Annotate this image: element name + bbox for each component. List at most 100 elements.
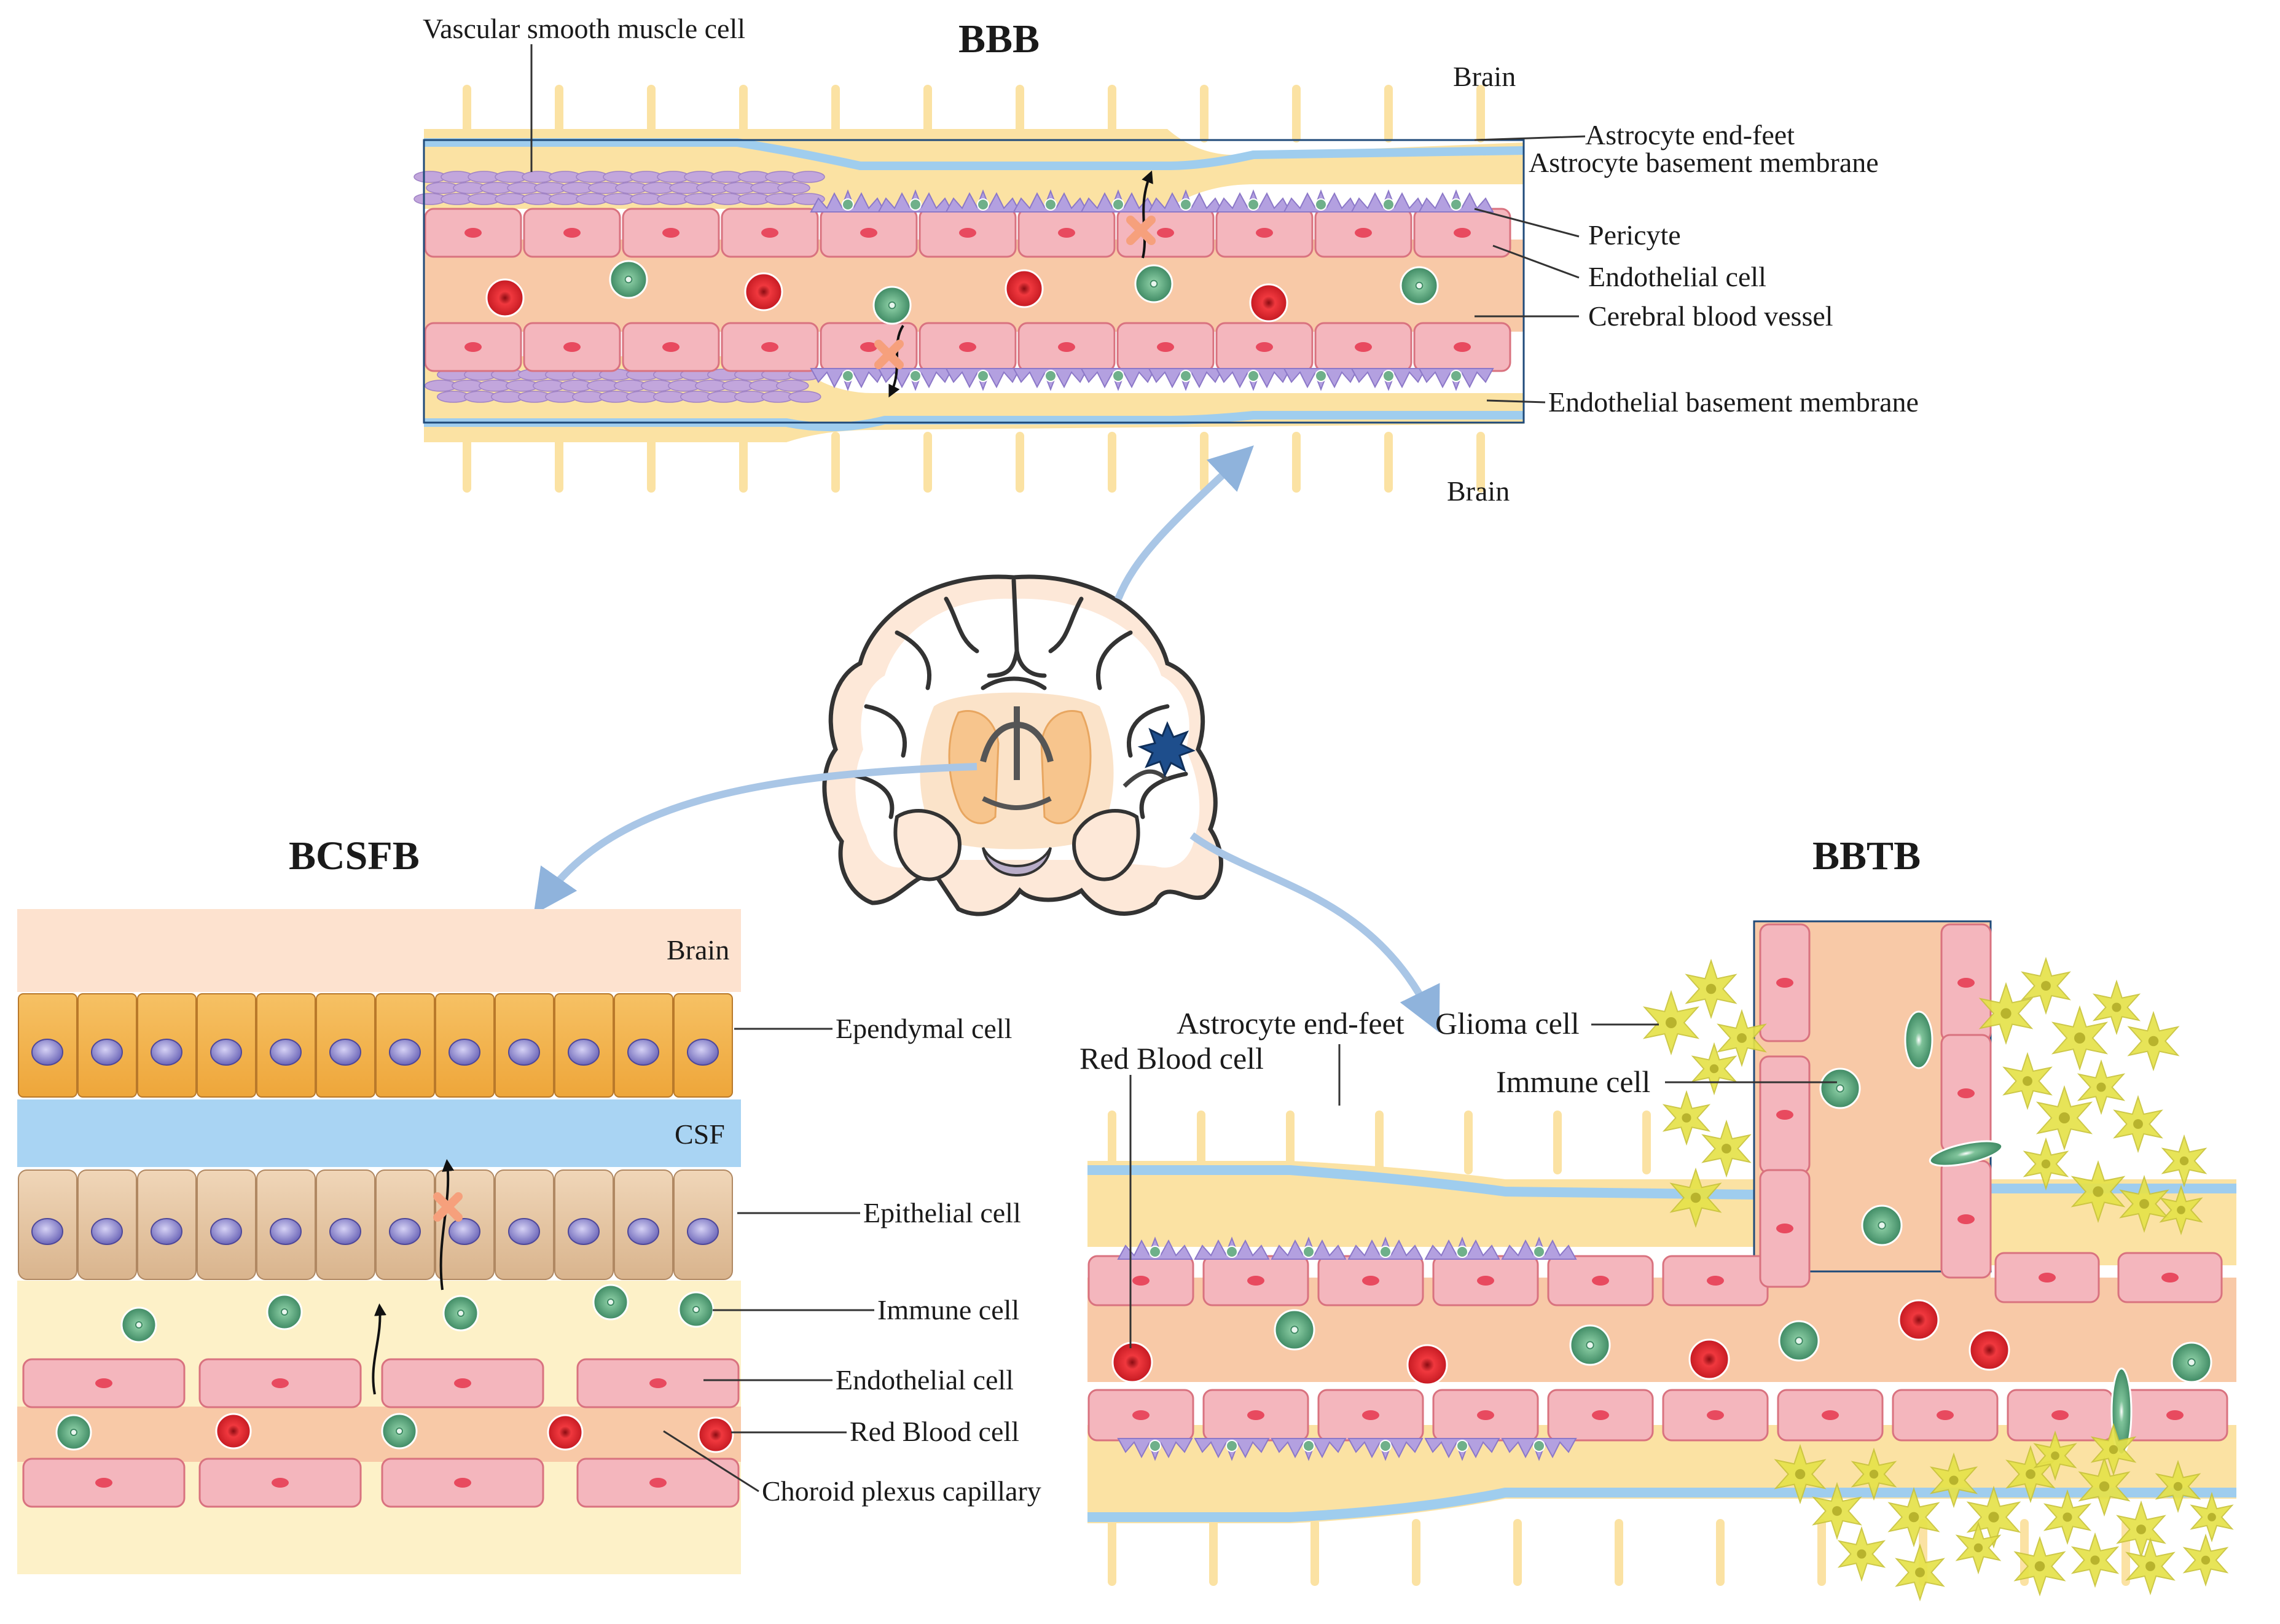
label-endothelial-basement-membrane: Endothelial basement membrane bbox=[1548, 386, 1919, 418]
immune-cell-nucleus bbox=[1836, 1084, 1844, 1093]
ependymal-cell bbox=[316, 993, 375, 1098]
endothelial-nucleus bbox=[454, 1478, 471, 1488]
pericyte bbox=[1013, 189, 1089, 213]
red-blood-cell bbox=[744, 272, 783, 311]
red-blood-cell bbox=[1688, 1338, 1730, 1380]
endothelial-cell bbox=[1662, 1255, 1769, 1306]
glioma-nucleus bbox=[2059, 1112, 2070, 1123]
endothelial-cell bbox=[1017, 208, 1116, 258]
endothelial-nucleus bbox=[1776, 1110, 1793, 1120]
epithelial-nucleus bbox=[508, 1218, 540, 1245]
endothelial-cell bbox=[381, 1458, 544, 1508]
glioma-nucleus bbox=[2136, 1524, 2146, 1534]
endothelial-nucleus bbox=[1707, 1410, 1724, 1420]
endothelial-nucleus bbox=[95, 1378, 112, 1388]
epithelial-nucleus bbox=[270, 1218, 302, 1245]
brain-temporal-left bbox=[893, 809, 962, 881]
pericyte bbox=[1194, 1236, 1270, 1260]
pericyte-nucleus bbox=[1382, 370, 1395, 382]
endothelial-nucleus bbox=[454, 1378, 471, 1388]
endothelial-nucleus bbox=[1776, 978, 1793, 988]
red-blood-cell bbox=[1111, 1341, 1153, 1383]
ependymal-nucleus bbox=[210, 1039, 242, 1066]
glioma-cell bbox=[2002, 1052, 2053, 1111]
pericyte-nucleus bbox=[1303, 1440, 1315, 1452]
ependymal-nucleus bbox=[389, 1039, 421, 1066]
glioma-nucleus bbox=[1722, 1144, 1731, 1154]
pericyte-nucleus bbox=[1180, 370, 1192, 382]
immune-cell bbox=[872, 286, 912, 325]
bcsfb-capillary-lumen bbox=[17, 1407, 741, 1462]
brain-ventricles bbox=[980, 706, 1054, 780]
bbb-basement-top bbox=[424, 138, 1524, 170]
immune-cell-nucleus bbox=[280, 1308, 289, 1316]
glioma-cell bbox=[1669, 1167, 1722, 1228]
glioma-cell bbox=[2119, 1174, 2169, 1233]
pericyte-nucleus bbox=[909, 198, 922, 211]
endothelial-nucleus bbox=[1822, 1410, 1839, 1420]
immune-cell bbox=[120, 1306, 157, 1343]
ependymal-nucleus bbox=[329, 1039, 361, 1066]
glioma-cell bbox=[2035, 1085, 2093, 1151]
endothelial-cell bbox=[22, 1358, 186, 1408]
glioma-nucleus bbox=[2096, 1082, 2106, 1092]
pericyte bbox=[1271, 1236, 1347, 1260]
immune-cell bbox=[55, 1414, 92, 1451]
endothelial-cell bbox=[1215, 322, 1314, 372]
endothelial-cell bbox=[1413, 322, 1511, 372]
glioma-cell bbox=[2078, 1456, 2131, 1517]
endothelial-cell bbox=[1547, 1389, 1654, 1442]
endothelial-nucleus bbox=[1256, 228, 1273, 238]
red-blood-cell-body bbox=[1898, 1299, 1940, 1341]
endothelial-cell bbox=[2007, 1389, 2114, 1442]
endothelial-cell bbox=[820, 208, 918, 258]
immune-cell bbox=[1778, 1320, 1820, 1362]
endothelial-cell bbox=[1940, 1034, 1992, 1153]
ependymal-cell bbox=[197, 993, 256, 1098]
glioma-cell bbox=[1662, 1090, 1711, 1146]
glioma-cell bbox=[1685, 958, 1737, 1020]
pericyte-nucleus bbox=[977, 370, 989, 382]
pericyte bbox=[1148, 189, 1224, 213]
pericyte-nucleus bbox=[1456, 1440, 1468, 1452]
glioma-cell bbox=[1895, 1543, 1945, 1602]
pericyte bbox=[1080, 368, 1156, 391]
endothelial-cell bbox=[1087, 1389, 1194, 1442]
glioma-cell bbox=[2070, 1160, 2126, 1224]
endothelial-nucleus bbox=[1957, 978, 1975, 988]
ependymal-nucleus bbox=[568, 1039, 600, 1066]
bbtb-pericytes-top bbox=[1117, 1236, 1577, 1260]
endothelial-cell bbox=[1413, 208, 1511, 258]
endothelial-nucleus bbox=[959, 228, 976, 238]
glioma-nucleus bbox=[2041, 981, 2051, 991]
bbb-pericytes-top bbox=[810, 189, 1494, 213]
endothelial-nucleus bbox=[1132, 1410, 1150, 1420]
glioma-cell bbox=[1642, 990, 1700, 1056]
smooth-muscle-cell bbox=[777, 182, 810, 194]
endothelial-cell bbox=[721, 322, 819, 372]
endothelial-nucleus bbox=[2161, 1273, 2179, 1282]
endothelial-nucleus bbox=[1355, 228, 1372, 238]
bcsfb-csf-label: CSF bbox=[675, 1118, 725, 1150]
glioma-nucleus bbox=[1869, 1469, 1879, 1479]
glioma-cell bbox=[2182, 1533, 2229, 1587]
glioma-nucleus bbox=[1988, 1512, 1999, 1523]
glioma-cell bbox=[2051, 1005, 2109, 1071]
ependymal-cell bbox=[256, 993, 316, 1098]
endothelial-cell bbox=[1759, 1169, 1811, 1288]
bcsfb-endothelial-row-top bbox=[22, 1358, 740, 1408]
endothelial-nucleus bbox=[1454, 342, 1471, 352]
endothelial-cell bbox=[198, 1458, 362, 1508]
endothelial-nucleus bbox=[761, 228, 778, 238]
immune-cell-nucleus bbox=[1415, 281, 1424, 290]
immune-cell bbox=[2171, 1341, 2212, 1383]
endothelial-cell bbox=[2117, 1252, 2223, 1303]
endothelial-nucleus bbox=[563, 342, 581, 352]
epithelial-nucleus bbox=[389, 1218, 421, 1245]
glioma-cell bbox=[2159, 1184, 2203, 1236]
glioma-nucleus bbox=[2000, 1008, 2012, 1019]
endothelial-nucleus bbox=[1454, 228, 1471, 238]
ependymal-nucleus bbox=[627, 1039, 659, 1066]
pericyte bbox=[1215, 189, 1291, 213]
bcsfb-blood-cells bbox=[55, 1284, 734, 1453]
